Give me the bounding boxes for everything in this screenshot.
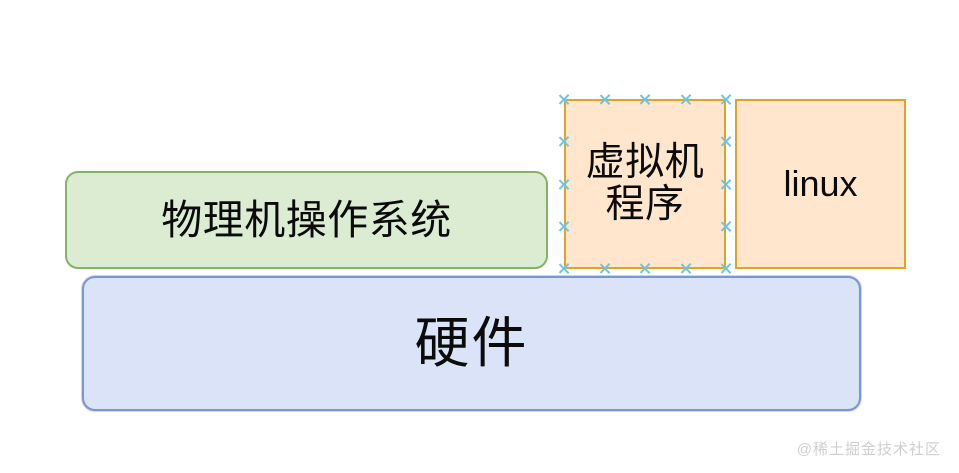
node-vm-program[interactable]: 虚拟机 程序	[564, 99, 726, 269]
node-physical-machine-os-label: 物理机操作系统	[161, 196, 452, 243]
node-physical-machine-os[interactable]: 物理机操作系统	[65, 171, 548, 269]
node-vm-program-label: 虚拟机 程序	[585, 140, 705, 226]
node-linux[interactable]: linux	[735, 99, 906, 269]
node-linux-label: linux	[783, 162, 858, 204]
node-hardware-label: 硬件	[414, 311, 529, 374]
watermark: @稀土掘金技术社区	[796, 441, 941, 458]
node-hardware[interactable]: 硬件	[82, 276, 861, 411]
